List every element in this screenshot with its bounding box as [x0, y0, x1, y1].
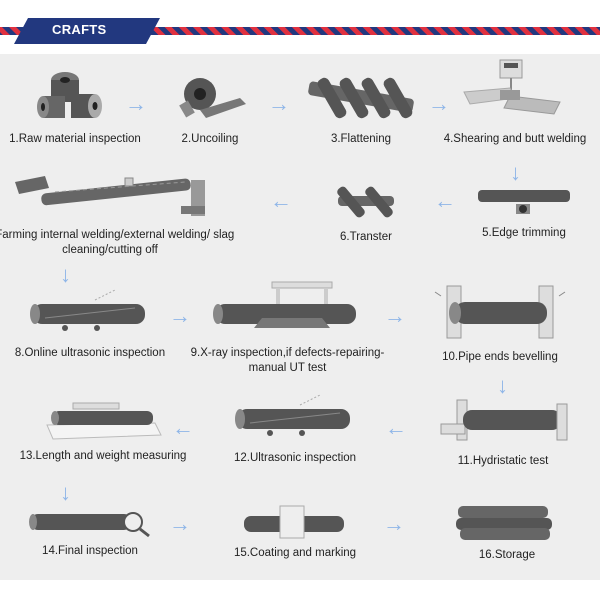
arrow-left-icon: ← — [385, 415, 407, 440]
ultrasonic-icon — [235, 394, 350, 436]
shear-welder-icon — [463, 59, 561, 115]
header-banner — [0, 18, 600, 44]
step-1-label: 1.Raw material inspection — [9, 133, 141, 145]
arrow-left-icon: ← — [434, 188, 456, 213]
step-9: 9.X-ray inspection,if defects-repairing-… — [191, 280, 384, 376]
arrow-right-icon: → — [268, 91, 290, 116]
coils-icon — [37, 72, 102, 118]
coating-icon — [244, 505, 344, 539]
arrow-right-icon: → — [125, 91, 147, 116]
step-1: 1.Raw material inspection — [0, 66, 170, 147]
rollers-icon — [308, 77, 414, 119]
step-7-label: 7.Farming internal welding/external weld… — [0, 229, 235, 256]
uncoiler-icon — [179, 78, 246, 118]
step-4-label: 4.Shearing and butt welding — [443, 133, 587, 145]
step-11-label: 11.Hydristatic test — [457, 455, 549, 467]
step-13-label: 13.Length and weight measuring — [19, 450, 187, 462]
arrow-left-icon: ← — [270, 188, 292, 213]
step-14: 14.Final inspection — [0, 508, 185, 559]
step-3: 3.Flattening — [266, 66, 456, 147]
step-13: 13.Length and weight measuring — [8, 395, 198, 464]
step-10: 10.Pipe ends bevelling — [405, 282, 595, 365]
transfer-icon — [337, 186, 394, 218]
arrow-right-icon: → — [169, 511, 191, 536]
step-8-label: 8.Online ultrasonic inspection — [14, 347, 166, 359]
hydrotest-icon — [440, 399, 568, 441]
step-12: 12.Ultrasonic inspection — [200, 393, 390, 466]
arrow-down-icon: ↓ — [510, 160, 521, 185]
step-11: 11.Hydristatic test — [408, 398, 598, 469]
measuring-icon — [46, 402, 162, 440]
step-4: 4.Shearing and butt welding — [420, 58, 600, 147]
arrow-right-icon: → — [169, 303, 191, 328]
bevelling-icon — [434, 285, 566, 339]
step-14-label: 14.Final inspection — [42, 545, 138, 557]
arrow-left-icon: ← — [172, 415, 194, 440]
step-6-label: 6.Transter — [340, 231, 392, 243]
arrow-down-icon: ↓ — [60, 262, 71, 287]
step-6: 6.Transter — [271, 176, 461, 245]
step-10-label: 10.Pipe ends bevelling — [442, 351, 558, 363]
step-7: 7.Farming internal welding/external weld… — [0, 172, 234, 258]
step-2: 2.Uncoiling — [115, 66, 305, 147]
header-title: CRAFTS — [52, 22, 107, 37]
step-5-label: 5.Edge trimming — [482, 227, 566, 239]
pipe-stack-icon — [456, 506, 552, 540]
arrow-down-icon: ↓ — [497, 373, 508, 398]
step-16-label: 16.Storage — [478, 549, 536, 561]
arrow-right-icon: → — [383, 511, 405, 536]
step-5: 5.Edge trimming — [429, 184, 600, 241]
magnifier-icon — [29, 512, 150, 538]
arrow-right-icon: → — [384, 303, 406, 328]
step-3-label: 3.Flattening — [330, 133, 392, 145]
ultrasonic-icon — [30, 289, 145, 331]
step-9-label: 9.X-ray inspection,if defects-repairing-… — [190, 347, 385, 374]
arrow-right-icon: → — [428, 91, 450, 116]
xray-icon — [213, 281, 356, 328]
step-2-label: 2.Uncoiling — [181, 133, 239, 145]
step-12-label: 12.Ultrasonic inspection — [233, 452, 357, 464]
trimmer-icon — [478, 190, 570, 214]
step-16: 16.Storage — [412, 502, 600, 563]
step-15-label: 15.Coating and marking — [233, 547, 357, 559]
arrow-down-icon: ↓ — [60, 480, 71, 505]
step-15: 15.Coating and marking — [200, 502, 390, 561]
forming-line-icon — [15, 176, 205, 216]
step-8: 8.Online ultrasonic inspection — [0, 288, 185, 361]
